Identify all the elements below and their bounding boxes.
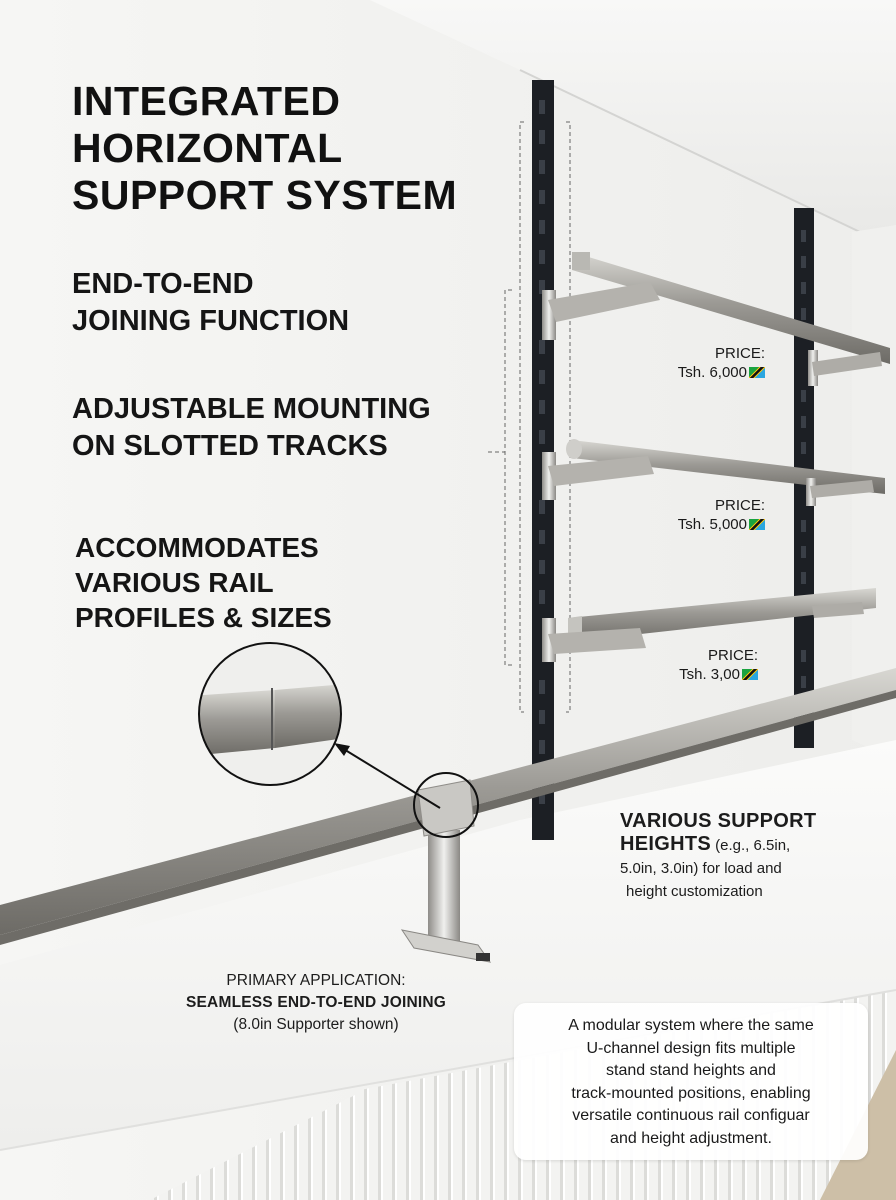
feature-line: END-TO-END — [72, 268, 254, 300]
feature-line: ACCOMMODATES — [75, 532, 319, 563]
modular-line: A modular system where the same — [568, 1017, 814, 1034]
price-tag-2: PRICE: Tsh. 5,000 — [678, 496, 765, 534]
modular-line: versatile continuous rail configuar — [572, 1107, 810, 1124]
feature-line: ADJUSTABLE MOUNTING — [72, 393, 431, 425]
title-line-1: INTEGRATED — [72, 78, 341, 124]
feature-line: JOINING FUNCTION — [72, 305, 350, 337]
title-line-2: HORIZONTAL — [72, 125, 343, 171]
support-heights-note: VARIOUS SUPPORT HEIGHTS (e.g., 6.5in, 5.… — [620, 810, 870, 903]
modular-line: and height adjustment. — [610, 1129, 772, 1147]
page-title: INTEGRATED HORIZONTAL SUPPORT SYSTEM — [72, 78, 457, 219]
modular-line: U-channel design fits multiple — [586, 1039, 796, 1057]
modular-line: stand stand heights and — [606, 1062, 776, 1079]
primary-bold: SEAMLESS END-TO-END JOINING — [185, 994, 447, 1011]
title-line-3: SUPPORT SYSTEM — [72, 172, 458, 218]
feature-mounting: ADJUSTABLE MOUNTING ON SLOTTED TRACKS — [72, 391, 431, 465]
feature-profiles: ACCOMMODATES VARIOUS RAIL PROFILES & SIZ… — [75, 530, 332, 635]
feature-joining: END-TO-END JOINING FUNCTION — [72, 266, 349, 340]
heights-line-4: height customization — [626, 883, 763, 900]
heights-detail: (e.g., 6.5in, — [715, 837, 791, 854]
price-label: PRICE: — [714, 497, 765, 514]
heights-heading-2: HEIGHTS — [620, 833, 711, 855]
price-label: PRICE: — [714, 345, 765, 362]
tanzania-flag-icon — [742, 669, 758, 680]
price-value: Tsh. 6,000 — [677, 364, 747, 381]
price-label: PRICE: — [707, 647, 758, 664]
price-value: Tsh. 5,000 — [677, 516, 747, 533]
heights-line-3: 5.0in, 3.0in) for load and — [620, 860, 782, 877]
feature-line: ON SLOTTED TRACKS — [72, 430, 388, 462]
feature-line: VARIOUS RAIL — [75, 567, 274, 598]
tanzania-flag-icon — [749, 519, 765, 530]
heights-heading: VARIOUS SUPPORT — [620, 810, 817, 832]
primary-caption: (8.0in Supporter shown) — [233, 1016, 399, 1033]
primary-application: PRIMARY APPLICATION: SEAMLESS END-TO-END… — [148, 970, 484, 1036]
feature-line: PROFILES & SIZES — [75, 602, 332, 633]
price-value: Tsh. 3,00 — [679, 666, 740, 683]
price-tag-1: PRICE: Tsh. 6,000 — [678, 344, 765, 382]
tanzania-flag-icon — [749, 367, 765, 378]
modular-note-card: A modular system where the same U-channe… — [514, 1003, 868, 1160]
primary-label: PRIMARY APPLICATION: — [226, 972, 406, 989]
modular-line: track-mounted positions, enabling — [571, 1084, 811, 1102]
price-tag-3: PRICE: Tsh. 3,00 — [679, 646, 758, 684]
